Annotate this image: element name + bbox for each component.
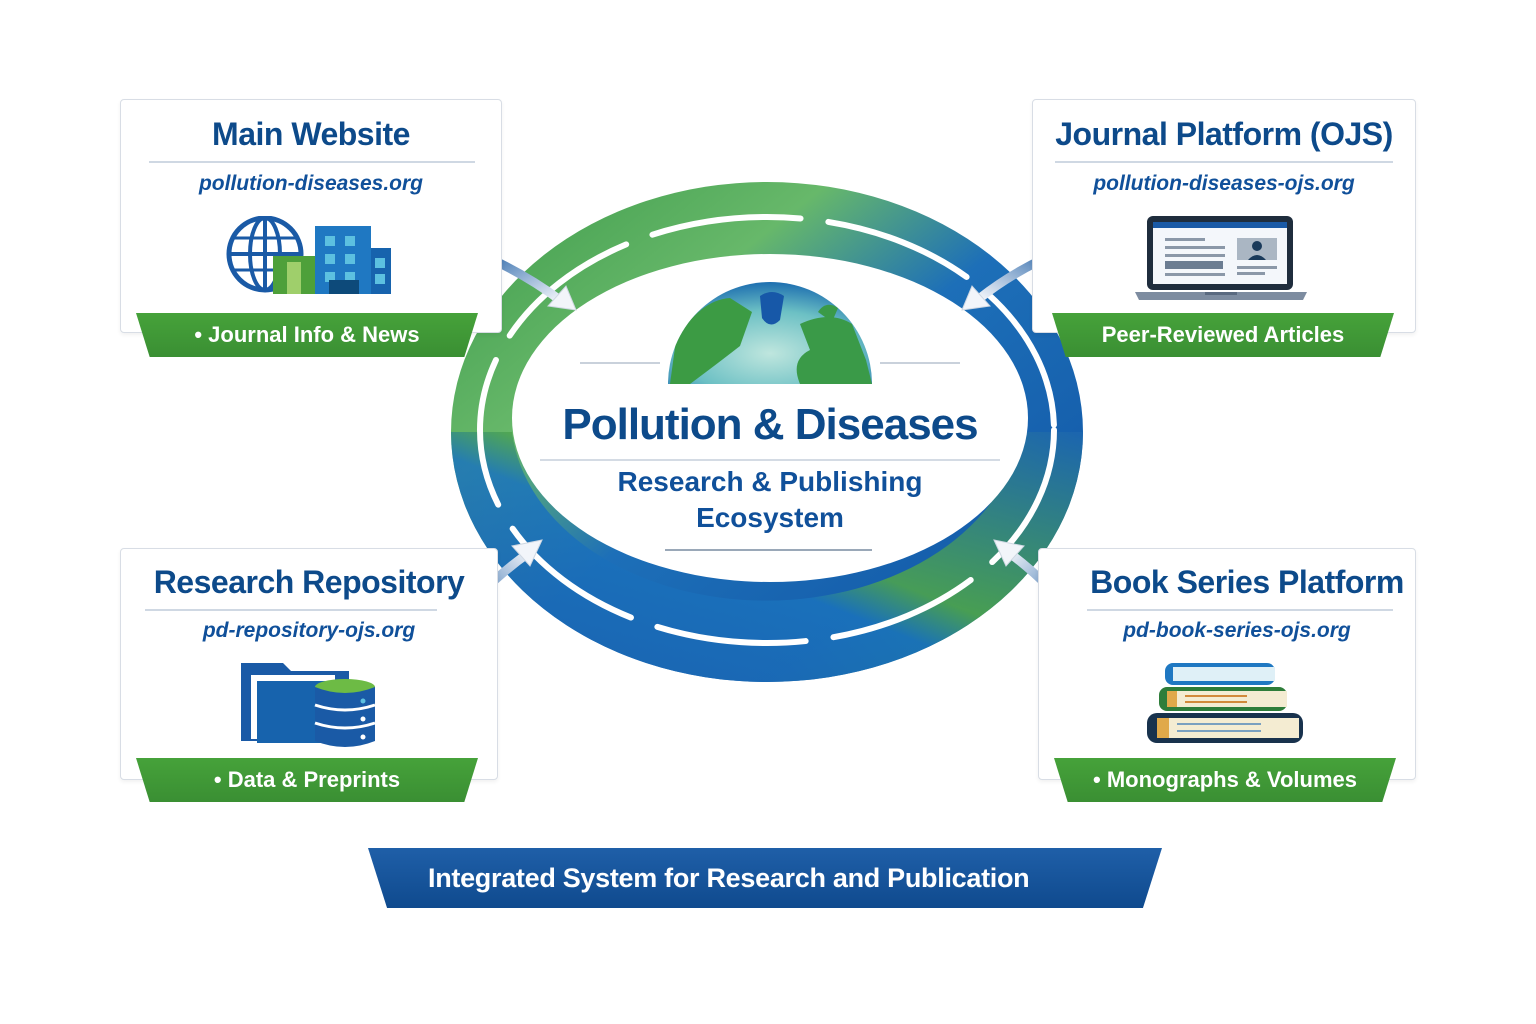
node-ribbon-journal-platform: Peer-Reviewed Articles [1052,313,1394,357]
node-research-repository[interactable]: Research Repository pd-repository-ojs.or… [120,548,498,780]
folder-database-icon [241,663,376,747]
footer-banner-text: Integrated System for Research and Publi… [428,863,1030,893]
node-title: Journal Platform (OJS) [1055,116,1393,152]
center-subtitle-line1: Research & Publishing [617,466,923,497]
center-title: Pollution & Diseases [562,400,978,449]
node-ribbon-main-website: • Journal Info & News [136,313,478,357]
node-url-link[interactable]: pollution-diseases-ojs.org [1093,172,1355,195]
node-book-series-platform[interactable]: Book Series Platform pd-book-series-ojs.… [1038,548,1416,780]
globe-icon [668,282,872,384]
ring-flow-track [477,214,1057,646]
node-main-website[interactable]: Main Website pollution-diseases.org [120,99,502,333]
footer-banner [368,848,1162,908]
globe-buildings-icon [226,216,391,294]
node-divider [149,161,475,163]
node-title: Research Repository [153,564,465,600]
ring-lower-band [451,432,1083,682]
center-subtitle-line2: Ecosystem [696,502,844,533]
center-subtitle: Research & Publishing Ecosystem [560,464,980,536]
node-journal-platform[interactable]: Journal Platform (OJS) pollution-disease… [1032,99,1416,333]
ring-inner-area [512,254,1028,582]
node-divider [145,609,437,611]
node-divider [1087,609,1393,611]
node-ribbon-book-series-platform: • Monographs & Volumes [1054,758,1396,802]
node-url-link[interactable]: pd-repository-ojs.org [202,619,416,642]
node-title: Main Website [212,116,410,152]
node-url-link[interactable]: pollution-diseases.org [198,172,424,195]
laptop-article-icon [1135,216,1307,300]
node-divider [1055,161,1393,163]
node-title: Book Series Platform [1090,564,1404,600]
book-stack-icon [1147,663,1303,743]
node-ribbon-research-repository: • Data & Preprints [136,758,478,802]
node-url-link[interactable]: pd-book-series-ojs.org [1123,619,1351,642]
